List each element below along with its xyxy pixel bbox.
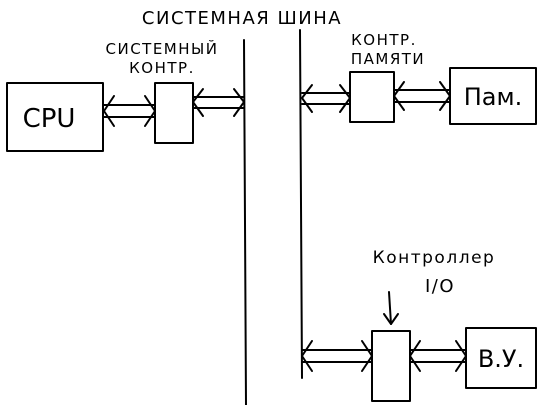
io-controller-label-line1: Контроллер bbox=[373, 248, 496, 268]
io-controller-to-device-arrow bbox=[409, 340, 467, 372]
device-label: В.У. bbox=[478, 345, 524, 373]
bus-to-io-controller-arrow bbox=[301, 340, 373, 372]
system-controller-label-line1: СИСТЕМНЫЙ bbox=[106, 39, 219, 58]
device-box bbox=[465, 327, 537, 389]
bus-line-left bbox=[243, 39, 247, 405]
bus-to-memory-controller-arrow bbox=[301, 84, 351, 113]
memory-controller-box bbox=[349, 71, 395, 123]
system-controller-box bbox=[154, 82, 194, 144]
bus-line-right bbox=[299, 29, 303, 379]
memory-controller-to-memory-arrow bbox=[393, 81, 451, 111]
cpu-box bbox=[6, 82, 104, 152]
memory-controller-label-line1: КОНТР. bbox=[351, 31, 417, 49]
memory-label: Пам. bbox=[464, 83, 523, 111]
memory-controller-label-line2: ПАМЯТИ bbox=[351, 50, 425, 68]
io-controller-label-line2: I/O bbox=[425, 276, 455, 297]
controller-to-bus-arrow bbox=[192, 88, 245, 117]
memory-box bbox=[449, 67, 537, 125]
cpu-to-controller-arrow bbox=[103, 95, 156, 127]
io-controller-box bbox=[371, 330, 411, 402]
io-controller-pointer-arrow bbox=[383, 291, 399, 325]
cpu-label: СРU bbox=[23, 104, 76, 134]
diagram-title: СИСТЕМНАЯ ШИНА bbox=[142, 8, 342, 29]
system-controller-label-line2: КОНТР. bbox=[129, 59, 195, 77]
